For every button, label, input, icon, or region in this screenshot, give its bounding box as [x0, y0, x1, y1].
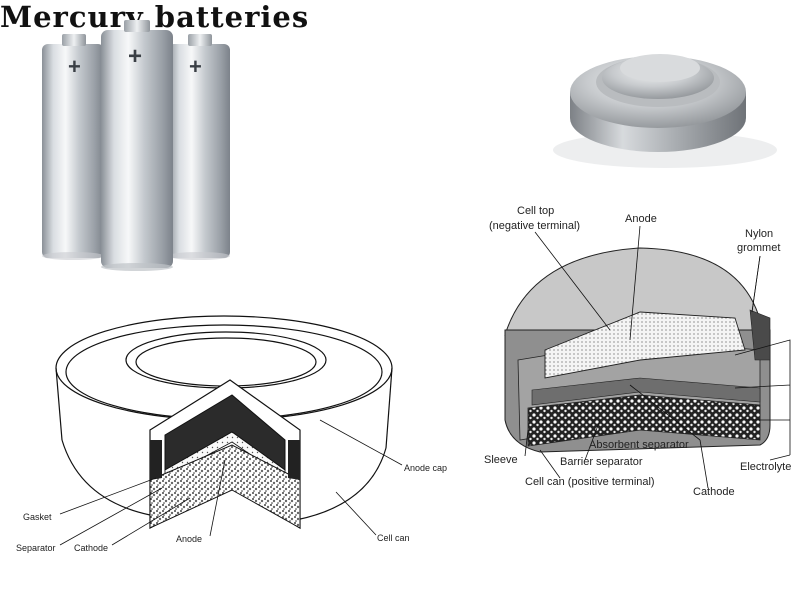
label-nylon: Nylon [745, 228, 774, 240]
label-cathode-right: Cathode [693, 486, 735, 498]
label-anode-left: Anode [176, 534, 203, 544]
label-cell-can-right: Cell can (positive terminal) [525, 476, 655, 488]
battery-left [42, 34, 104, 260]
label-sleeve: Sleeve [484, 454, 518, 466]
battery-right [168, 34, 230, 260]
label-separator: Separator [16, 543, 56, 553]
label-cell-top: Cell top [517, 205, 555, 217]
label-negative-terminal: (negative terminal) [489, 220, 581, 232]
plus-icon: + [68, 54, 81, 79]
plus-icon: + [128, 43, 143, 70]
label-anode-cap: Anode cap [404, 463, 448, 473]
label-electrolyte: Electrolyte [740, 461, 792, 473]
label-cathode-left: Cathode [74, 543, 109, 553]
label-anode-right: Anode [625, 213, 657, 225]
label-grommet: grommet [737, 242, 781, 254]
label-gasket: Gasket [23, 512, 52, 522]
plus-icon: + [189, 54, 202, 79]
page-title: Mercury batteries [0, 0, 310, 34]
label-barrier-separator: Barrier separator [560, 456, 643, 468]
label-cell-can-left: Cell can [377, 533, 410, 543]
battery-center [101, 20, 173, 271]
label-absorbent-separator: Absorbent separator [589, 439, 689, 451]
